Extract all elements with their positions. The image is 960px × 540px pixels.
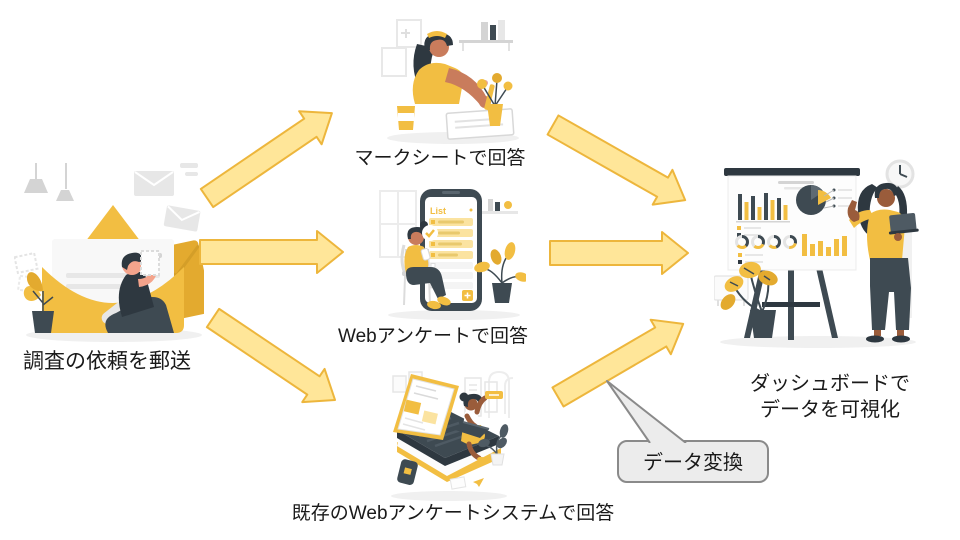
seated-woman [455,391,503,464]
mail-illustration [14,163,204,345]
arrow-mail-to-existing-system [205,307,337,404]
laptop-screen [393,374,459,440]
small-phone-icon [420,248,431,261]
callout-box [617,440,769,483]
dashboard-label-line1: ダッシュボードで [750,373,910,395]
existing-system-illustration [385,368,520,503]
dashboard-label: ダッシュボードで データを可視化 [750,371,910,423]
potted-plant [478,424,509,466]
seated-woman [400,221,451,310]
yellow-bar-chart [802,234,847,256]
existing-system-label: 既存のWebアンケートシステムで回答 [291,503,615,524]
answer-sheet [445,108,515,140]
shelf-icon [459,20,513,51]
stamp-icon [140,250,160,276]
dashboard-illustration [714,158,924,350]
person-mailing [101,250,174,333]
hanging-lamps-icon [24,163,74,201]
websurvey-label: Webアンケートで回答 [338,326,528,347]
arrow-marksheet-to-dashboard [546,114,687,206]
ground-shadow [388,310,520,320]
checklist-rows-filled [429,218,473,259]
laptop-icon [888,212,919,235]
woman-writing [412,31,498,115]
callout-label: データ変換 [643,451,743,474]
marksheet-illustration [375,10,525,145]
easel [724,168,860,340]
flower-vase-icon [477,73,513,126]
arrow-mail-to-marksheet [199,110,333,209]
check-icon [425,229,435,238]
presenter-woman [847,182,919,343]
plant [23,272,60,333]
donut-gauges [735,235,797,249]
headband-icon [427,31,447,38]
mail-label: 調査の依頼を郵送 [23,350,191,373]
wall-frames-icon [381,19,422,77]
marksheet-label: マークシートで回答 [354,148,526,169]
plant [474,242,526,303]
board-charts [735,181,852,264]
coffee-cup-icon [397,106,415,130]
arrow-websurvey-to-dashboard [549,231,689,275]
clock-icon [885,159,915,189]
websurvey-illustration: List [376,187,526,321]
small-laptop-icon [455,422,489,438]
ground-shadow [391,491,507,501]
callout-tail [606,380,687,444]
window-icon [379,190,417,258]
dashboard-label-line2: データを可視化 [760,399,900,421]
phone-app-title: List [430,206,446,216]
arrow-existing-system-to-dashboard [551,318,685,408]
monstera-plant [720,261,778,338]
data-conversion-callout: データ変換 [606,380,769,483]
wall-shelf-icon [482,199,518,214]
papers-icon [449,476,484,490]
arrow-mail-to-websurvey [199,230,344,274]
bag-icon [397,459,418,485]
window-arches-icon [488,370,514,418]
